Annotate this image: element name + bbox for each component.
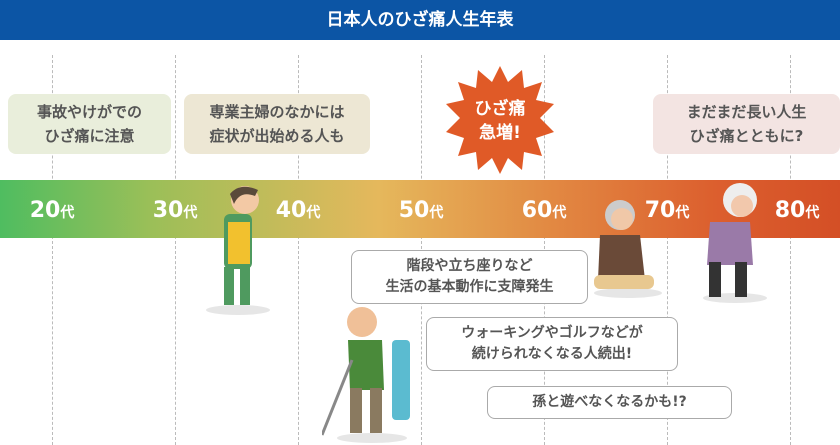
page-title: 日本人のひざ痛人生年表	[0, 0, 840, 40]
callout-grandchildren: 孫と遊べなくなるかも!?	[487, 386, 732, 419]
age-number: 40	[275, 198, 307, 223]
note-line: 専業主婦のなかには	[209, 103, 345, 121]
divider	[667, 55, 668, 445]
callout-daily-activities: 階段や立ち座りなど 生活の基本動作に支障発生	[351, 250, 588, 304]
note-30s: 専業主婦のなかには 症状が出始める人も	[184, 94, 370, 154]
age-label-70s: 70代	[645, 198, 690, 223]
elderly-woman-figure	[703, 183, 767, 303]
age-suffix: 代	[60, 205, 75, 221]
note-line: 事故やけがでの	[36, 103, 142, 121]
housewife-figure	[206, 186, 270, 315]
callout-walking-golf: ウォーキングやゴルフなどが 続けられなくなる人続出!	[426, 317, 678, 371]
age-label-20s: 20代	[30, 198, 75, 223]
age-suffix: 代	[306, 205, 321, 221]
age-number: 20	[29, 198, 61, 223]
age-number: 70	[644, 198, 676, 223]
note-line: ひざ痛に注意	[44, 127, 135, 145]
starburst-icon	[446, 66, 554, 174]
age-label-50s: 50代	[399, 198, 444, 223]
age-number: 30	[152, 198, 184, 223]
divider	[298, 55, 299, 445]
age-number: 60	[521, 198, 553, 223]
callout-line: 続けられなくなる人続出!	[471, 346, 633, 362]
note-line: まだまだ長い人生	[686, 103, 807, 121]
burst-line: 急増!	[479, 123, 521, 143]
burst-line: ひざ痛	[474, 99, 526, 119]
callout-line: 生活の基本動作に支障発生	[385, 279, 554, 295]
callout-line: 階段や立ち座りなど	[406, 258, 533, 274]
divider	[52, 55, 53, 445]
age-suffix: 代	[183, 205, 198, 221]
age-label-60s: 60代	[522, 198, 567, 223]
age-label-80s: 80代	[775, 198, 820, 223]
callout-line: ウォーキングやゴルフなどが	[461, 325, 643, 341]
note-line: ひざ痛とともに?	[689, 127, 804, 145]
golfer-figure	[322, 307, 410, 443]
age-suffix: 代	[552, 205, 567, 221]
elderly-sitting-figure	[594, 200, 662, 298]
burst-label: ひざ痛 急増!	[440, 97, 560, 145]
age-suffix: 代	[805, 205, 820, 221]
age-timeline	[0, 180, 840, 238]
callout-line: 孫と遊べなくなるかも!?	[532, 394, 687, 410]
age-label-30s: 30代	[153, 198, 198, 223]
age-label-40s: 40代	[276, 198, 321, 223]
age-number: 80	[774, 198, 806, 223]
age-suffix: 代	[675, 205, 690, 221]
age-suffix: 代	[429, 205, 444, 221]
note-line: 症状が出始める人も	[209, 127, 345, 145]
divider	[175, 55, 176, 445]
note-20s: 事故やけがでの ひざ痛に注意	[8, 94, 171, 154]
age-number: 50	[398, 198, 430, 223]
divider	[790, 55, 791, 445]
note-70s: まだまだ長い人生 ひざ痛とともに?	[653, 94, 840, 154]
